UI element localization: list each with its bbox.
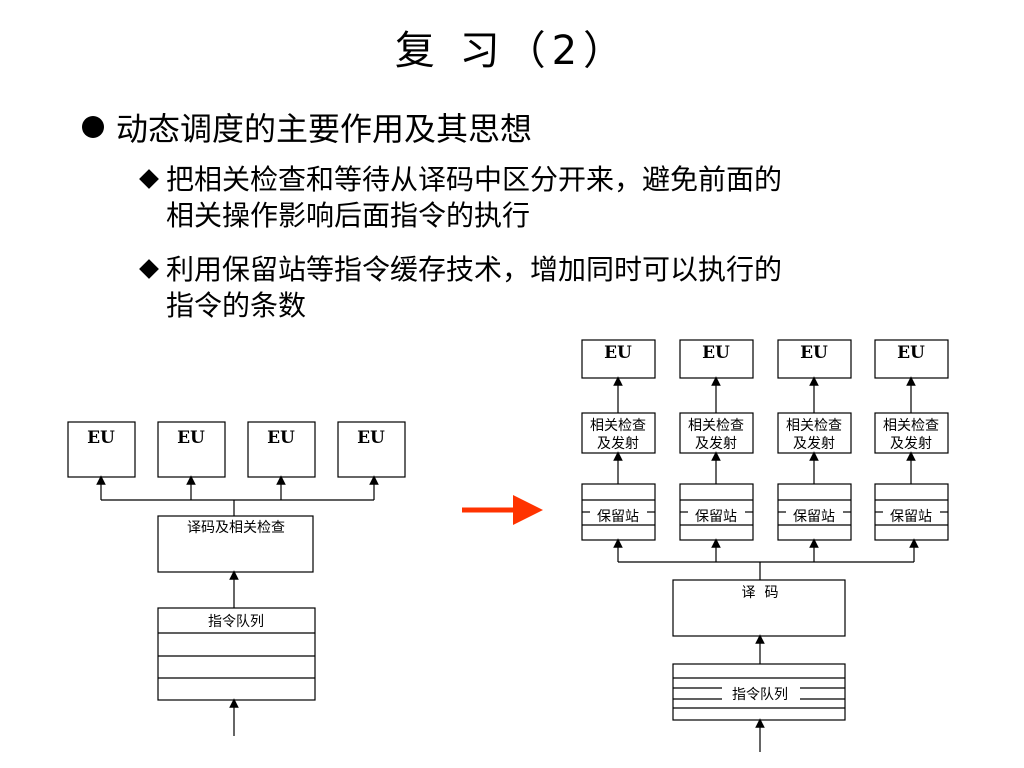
sub-point-2-line2: 指令的条数 (166, 289, 307, 322)
right-eu-box-3 (777, 339, 852, 379)
left-diagram: EU EU EU EU 译码及相关检查 指令队列 (67, 421, 406, 736)
right-decode-label: 译 码 (742, 585, 779, 601)
left-eu-label-4: EU (357, 428, 385, 448)
left-queue-box (157, 607, 316, 701)
right-check-issue-label-2b: 及发射 (695, 436, 737, 452)
left-decode-check-box (157, 515, 314, 573)
page-title: 复 习（2） (394, 28, 630, 74)
right-check-issue-label-1a: 相关检查 (590, 418, 646, 434)
right-check-issue-box-1 (581, 412, 656, 454)
left-queue-label: 指令队列 (208, 614, 264, 630)
right-check-issue-label-1b: 及发射 (597, 436, 639, 452)
left-eu-box-2 (157, 421, 226, 478)
right-check-issue-label-4a: 相关检查 (883, 418, 939, 434)
right-eu-label-3: EU (800, 343, 828, 363)
bullet-dot-icon (82, 116, 104, 138)
right-check-issue-label-3b: 及发射 (793, 436, 835, 452)
sub-point-1-line1: 把相关检查和等待从译码中区分开来，避免前面的 (166, 163, 783, 196)
right-check-issue-label-4b: 及发射 (890, 436, 932, 452)
right-eu-box-2 (679, 339, 754, 379)
left-decode-check-label: 译码及相关检查 (187, 520, 285, 536)
right-eu-label-2: EU (702, 343, 730, 363)
right-queue-label: 指令队列 (732, 687, 788, 703)
left-eu-label-2: EU (177, 428, 205, 448)
left-eu-box-1 (67, 421, 136, 478)
right-eu-label-1: EU (604, 343, 632, 363)
right-station-label-1: 保留站 (597, 509, 639, 525)
right-check-issue-box-4 (874, 412, 949, 454)
right-check-issue-label-2a: 相关检查 (688, 418, 744, 434)
left-eu-label-1: EU (87, 428, 115, 448)
left-eu-box-4 (337, 421, 406, 478)
sub-point-1-line2: 相关操作影响后面指令的执行 (166, 199, 531, 232)
main-bullet: 动态调度的主要作用及其思想 (82, 104, 532, 150)
right-station-label-3: 保留站 (793, 509, 835, 525)
right-check-issue-label-3a: 相关检查 (786, 418, 842, 434)
right-station-label-2: 保留站 (695, 509, 737, 525)
right-station-label-4: 保留站 (890, 509, 932, 525)
right-eu-box-4 (874, 339, 949, 379)
right-diagram: EU EU EU EU 相关检查 及发射 相关检查 及发射 相关检查 及发射 相… (581, 339, 949, 752)
right-eu-box-1 (581, 339, 656, 379)
right-decode-box (672, 579, 846, 637)
reservation-stations: 保留站 保留站 保留站 保留站 (581, 483, 949, 541)
right-eu-label-4: EU (897, 343, 925, 363)
main-bullet-text: 动态调度的主要作用及其思想 (116, 110, 533, 148)
sub-point-1: 把相关检查和等待从译码中区分开来，避免前面的 相关操作影响后面指令的执行 (134, 162, 934, 234)
sub-point-2: 利用保留站等指令缓存技术，增加同时可以执行的 指令的条数 (134, 252, 934, 324)
left-eu-label-3: EU (267, 428, 295, 448)
sub-point-2-line1: 利用保留站等指令缓存技术，增加同时可以执行的 (166, 253, 783, 286)
left-eu-box-3 (247, 421, 316, 478)
